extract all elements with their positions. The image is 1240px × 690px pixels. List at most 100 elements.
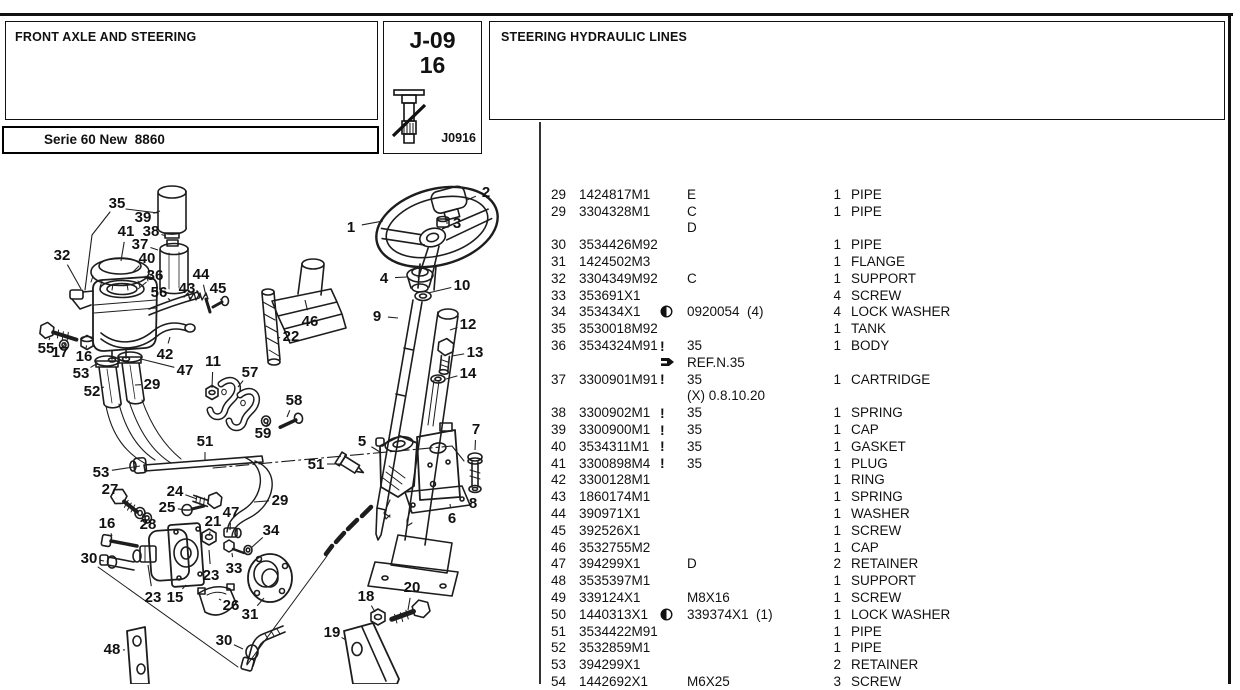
parts-table-row[interactable]: (X) 0.8.10.20 (551, 388, 1191, 405)
part-number: 1860174M1 (579, 489, 660, 504)
parts-table-row[interactable]: 37 3300901M91 ! 35 1 CARTRIDGE (551, 371, 1191, 388)
part-number: 3532755M2 (579, 540, 660, 555)
part-description: M6X25 (687, 674, 833, 689)
quantity: 4 (833, 304, 841, 319)
ref-number: 49 (551, 590, 579, 605)
part-number: 3535397M1 (579, 573, 660, 588)
parts-table-row[interactable]: 36 3534324M91 ! 35 1 BODY (551, 337, 1191, 354)
quantity: 1 (833, 573, 841, 588)
callout-number: 3 (453, 215, 461, 232)
callout-number: 26 (223, 597, 240, 614)
part-number: 1442692X1 (579, 674, 660, 689)
part-number: 3300898M4 (579, 456, 660, 471)
parts-table-row[interactable]: 35 3530018M92 1 TANK (551, 320, 1191, 337)
parts-table-row[interactable]: 29 1424817M1 E 1 PIPE (551, 186, 1191, 203)
quantity: 1 (833, 405, 841, 420)
parts-table-row[interactable]: 53 394299X1 2 RETAINER (551, 656, 1191, 673)
parts-table-row[interactable]: REF.N.35 (551, 354, 1191, 371)
callout-number: 52 (84, 383, 101, 400)
part-name: PIPE (851, 237, 882, 252)
part-name: SPRING (851, 489, 903, 504)
callout-number: 23 (203, 567, 220, 584)
part-description: D (687, 556, 833, 571)
parts-table-row[interactable]: 54 1442692X1 M6X25 3 SCREW (551, 673, 1191, 690)
callout-number: 30 (81, 550, 98, 567)
parts-table-row[interactable]: 39 3300900M1 ! 35 1 CAP (551, 421, 1191, 438)
part-description: D (687, 220, 833, 235)
quantity: 1 (833, 624, 841, 639)
ref-number: 47 (551, 556, 579, 571)
parts-table-row[interactable]: 38 3300902M1 ! 35 1 SPRING (551, 404, 1191, 421)
quantity: 1 (833, 237, 841, 252)
part-name: WASHER (851, 506, 910, 521)
callout-number: 41 (118, 223, 135, 240)
parts-table-row[interactable]: 32 3304349M92 C 1 SUPPORT (551, 270, 1191, 287)
parts-table-row[interactable]: 46 3532755M2 1 CAP (551, 539, 1191, 556)
parts-table-row[interactable]: 29 3304328M1 C 1 PIPE (551, 203, 1191, 220)
ref-number: 40 (551, 439, 579, 454)
part-number: 339124X1 (579, 590, 660, 605)
callout-leader-line (408, 598, 410, 610)
callout-number: 24 (167, 483, 184, 500)
callout-number: 9 (373, 308, 381, 325)
parts-table-row[interactable]: 45 392526X1 1 SCREW (551, 522, 1191, 539)
parts-table-row[interactable]: D (551, 220, 1191, 237)
part-name: SUPPORT (851, 573, 916, 588)
parts-table-row[interactable]: 40 3534311M1 ! 35 1 GASKET (551, 438, 1191, 455)
ref-number: 48 (551, 573, 579, 588)
part-description: REF.N.35 (687, 355, 833, 370)
ref-number: 37 (551, 372, 579, 387)
callout-number: 31 (242, 606, 259, 623)
quantity: 3 (833, 674, 841, 689)
row-flag-icon: ! (660, 338, 687, 354)
callout-number: 57 (242, 364, 259, 381)
part-name: PIPE (851, 204, 882, 219)
part-description: 0920054 (4) (687, 304, 833, 319)
parts-table-row[interactable]: 49 339124X1 M8X16 1 SCREW (551, 589, 1191, 606)
parts-table-row[interactable]: 34 353434X1 0920054 (4) 4 LOCK WASHER (551, 304, 1191, 321)
ref-number: 43 (551, 489, 579, 504)
callout-leader-line (452, 354, 464, 356)
part-name: LOCK WASHER (851, 607, 950, 622)
callout-number: 15 (167, 589, 184, 606)
quantity: 2 (833, 556, 841, 571)
callout-number: 10 (454, 277, 471, 294)
quantity: 1 (833, 640, 841, 655)
parts-table-row[interactable]: 50 1440313X1 339374X1 (1) 1 LOCK WASHER (551, 606, 1191, 623)
parts-table-row[interactable]: 30 3534426M92 1 PIPE (551, 236, 1191, 253)
quantity: 1 (833, 254, 841, 269)
part-name: GASKET (851, 439, 906, 454)
callout-number: 51 (308, 456, 325, 473)
part-description: 35 (687, 405, 833, 420)
parts-table-row[interactable]: 47 394299X1 D 2 RETAINER (551, 556, 1191, 573)
part-number: 1424502M3 (579, 254, 660, 269)
parts-table-row[interactable]: 52 3532859M1 1 PIPE (551, 640, 1191, 657)
callout-number: 53 (93, 464, 110, 481)
quantity: 1 (833, 439, 841, 454)
parts-table-row[interactable]: 31 1424502M3 1 FLANGE (551, 253, 1191, 270)
parts-table-row[interactable]: 43 1860174M1 1 SPRING (551, 488, 1191, 505)
part-name: RING (851, 472, 885, 487)
part-name: PIPE (851, 187, 882, 202)
callout-number: 22 (283, 328, 300, 345)
parts-table-row[interactable]: 41 3300898M4 ! 35 1 PLUG (551, 455, 1191, 472)
parts-table-row[interactable]: 48 3535397M1 1 SUPPORT (551, 572, 1191, 589)
part-number: 353434X1 (579, 304, 660, 319)
quantity: 1 (833, 187, 841, 202)
parts-table-row[interactable]: 42 3300128M1 1 RING (551, 472, 1191, 489)
callout-leader-line (219, 599, 221, 600)
callout-leader-line (371, 447, 380, 452)
quantity: 1 (833, 472, 841, 487)
quantity: 2 (833, 657, 841, 672)
parts-table-row[interactable]: 33 353691X1 4 SCREW (551, 287, 1191, 304)
part-name: TANK (851, 321, 886, 336)
callout-number: 56 (151, 284, 168, 301)
callout-number: 19 (324, 624, 341, 641)
ref-number: 50 (551, 607, 579, 622)
parts-table-row[interactable]: 44 390971X1 1 WASHER (551, 505, 1191, 522)
callout-number: 16 (76, 348, 93, 365)
parts-table-row[interactable]: 51 3534422M91 1 PIPE (551, 623, 1191, 640)
row-flag-icon (660, 608, 687, 621)
quantity: 1 (833, 540, 841, 555)
